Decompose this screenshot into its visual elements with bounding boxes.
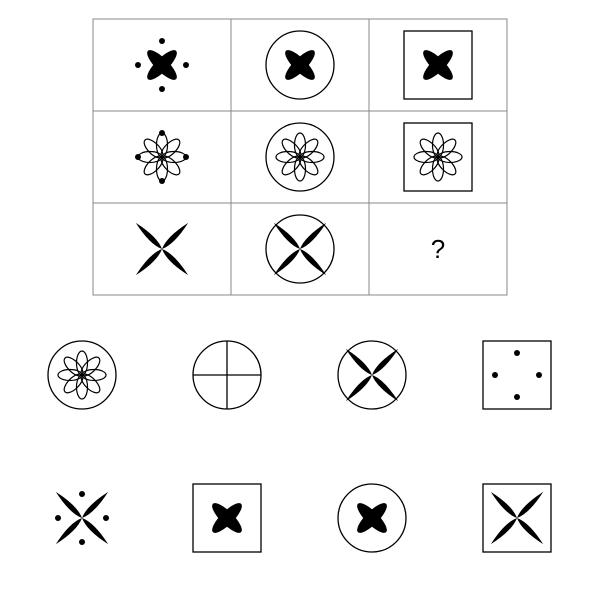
- dot: [159, 178, 165, 184]
- dot: [79, 539, 85, 545]
- spike-stroke: [345, 348, 399, 402]
- dot: [79, 491, 85, 497]
- matrix-cell-1-3: [403, 30, 473, 100]
- fat-x-stroke: [212, 503, 242, 533]
- circle-frame: [265, 214, 335, 284]
- circle-frame: [47, 340, 117, 410]
- matrix-cell-2-3: [403, 122, 473, 192]
- spike-stroke: [135, 222, 189, 276]
- circle-frame: [337, 483, 407, 553]
- matrix-cell-3-2: [265, 214, 335, 284]
- dot: [492, 372, 498, 378]
- square-frame: [403, 30, 473, 100]
- dot: [159, 38, 165, 44]
- matrix-cell-2-2: [265, 122, 335, 192]
- puzzle-matrix: ?: [92, 18, 508, 296]
- answer-option-6[interactable]: [192, 483, 262, 553]
- dot: [183, 154, 189, 160]
- matrix-cell-1-1: [135, 38, 189, 92]
- matrix-cell-3-3: ?: [431, 234, 445, 264]
- answer-option-4[interactable]: [482, 340, 552, 410]
- dot: [183, 62, 189, 68]
- square-frame: [482, 483, 552, 553]
- answer-option-3[interactable]: [337, 340, 407, 410]
- answer-option-1[interactable]: [47, 340, 117, 410]
- dot: [103, 515, 109, 521]
- matrix-border: [92, 18, 508, 296]
- circle-frame: [265, 30, 335, 100]
- spike-stroke: [55, 491, 109, 545]
- dot: [159, 86, 165, 92]
- spike-stroke: [490, 491, 544, 545]
- fat-x-stroke: [357, 503, 387, 533]
- square-frame: [192, 483, 262, 553]
- circle-frame: [337, 340, 407, 410]
- fat-x-stroke: [285, 50, 315, 80]
- flower-petal: [281, 138, 302, 159]
- square-frame: [482, 340, 552, 410]
- question-mark: ?: [431, 234, 445, 264]
- dot: [536, 372, 542, 378]
- fat-x-stroke: [147, 50, 177, 80]
- matrix-cell-2-1: [135, 130, 189, 184]
- circle-frame: [265, 122, 335, 192]
- answer-option-2[interactable]: [192, 340, 262, 410]
- dot: [135, 62, 141, 68]
- dot: [55, 515, 61, 521]
- dot: [159, 130, 165, 136]
- answer-options: [47, 340, 552, 553]
- dot: [514, 350, 520, 356]
- flower-petal: [143, 138, 164, 159]
- matrix-cell-3-1: [135, 222, 189, 276]
- answer-option-5[interactable]: [54, 490, 110, 546]
- spike-stroke: [273, 222, 327, 276]
- answer-option-8[interactable]: [482, 483, 552, 553]
- flower-petal: [63, 356, 84, 377]
- flower-petal: [419, 138, 440, 159]
- square-frame: [403, 122, 473, 192]
- answer-option-7[interactable]: [337, 483, 407, 553]
- dot: [514, 394, 520, 400]
- matrix-cell-1-2: [265, 30, 335, 100]
- fat-x-stroke: [423, 50, 453, 80]
- dot: [135, 154, 141, 160]
